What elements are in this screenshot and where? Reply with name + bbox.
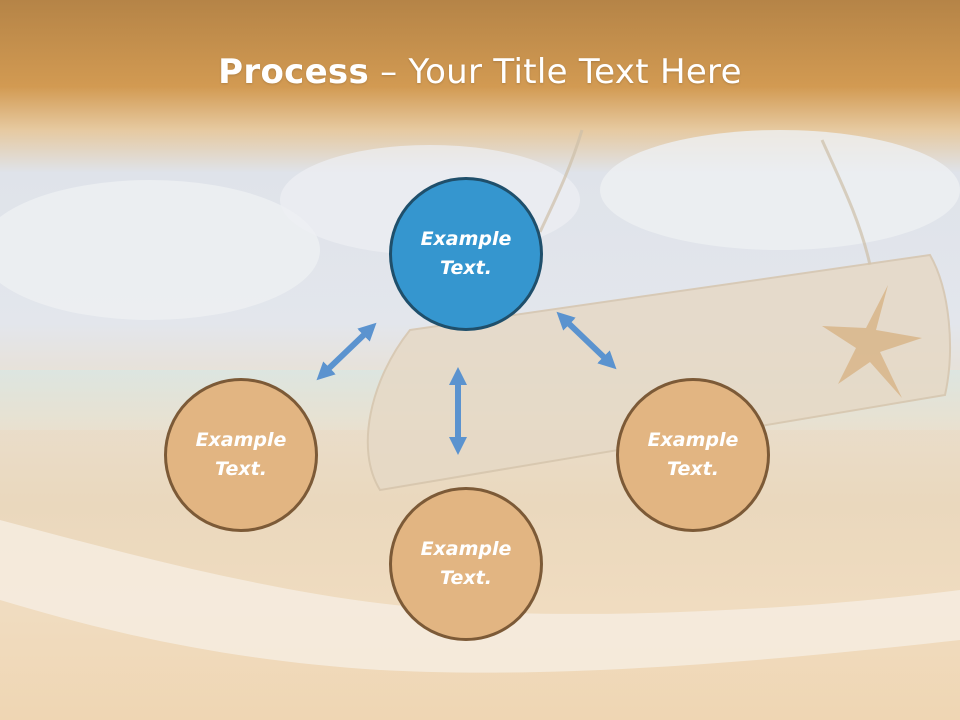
process-node-top: Example Text. (389, 177, 543, 331)
title-strong: Process (218, 52, 370, 92)
arrow-top-right (556, 311, 617, 370)
process-node-bottom: Example Text. (389, 487, 543, 641)
slide-title: Process – Your Title Text Here (0, 52, 960, 92)
process-node-left: Example Text. (164, 378, 318, 532)
process-node-right: Example Text. (616, 378, 770, 532)
node-left-label: Example Text. (195, 429, 287, 480)
title-rest: – Your Title Text Here (369, 52, 742, 92)
arrow-top-left (316, 322, 377, 381)
node-top-label: Example Text. (420, 228, 512, 279)
node-bottom-label: Example Text. (420, 538, 512, 589)
node-right-label: Example Text. (647, 429, 739, 480)
